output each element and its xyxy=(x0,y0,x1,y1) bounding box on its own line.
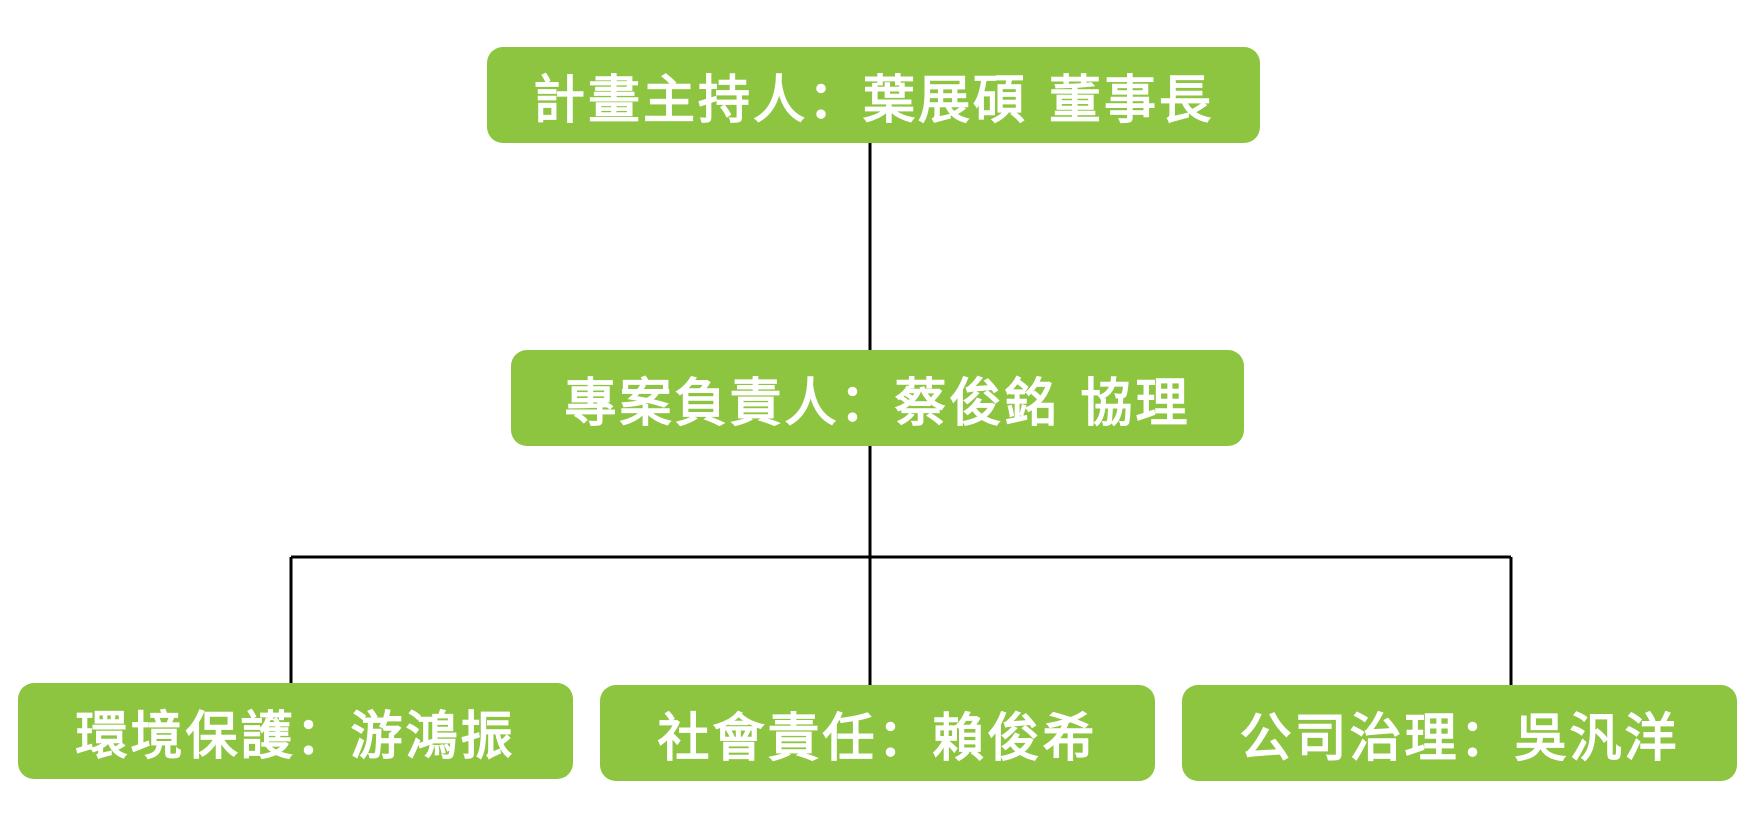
node-environment-label: 環境保護：游鴻振 xyxy=(75,706,516,767)
node-corporate-governance: 公司治理：吳汎洋 xyxy=(1182,685,1737,781)
node-social-responsibility-label: 社會責任：賴俊希 xyxy=(657,708,1098,769)
node-project-director: 計畫主持人：葉展碩 董事長 xyxy=(487,47,1260,143)
node-project-manager-label: 專案負責人：蔡俊銘 協理 xyxy=(564,373,1191,434)
node-project-director-label: 計畫主持人：葉展碩 董事長 xyxy=(532,70,1215,131)
node-corporate-governance-label: 公司治理：吳汎洋 xyxy=(1239,708,1680,769)
node-environment: 環境保護：游鴻振 xyxy=(18,683,573,779)
node-social-responsibility: 社會責任：賴俊希 xyxy=(600,685,1155,781)
node-project-manager: 專案負責人：蔡俊銘 協理 xyxy=(511,350,1244,446)
